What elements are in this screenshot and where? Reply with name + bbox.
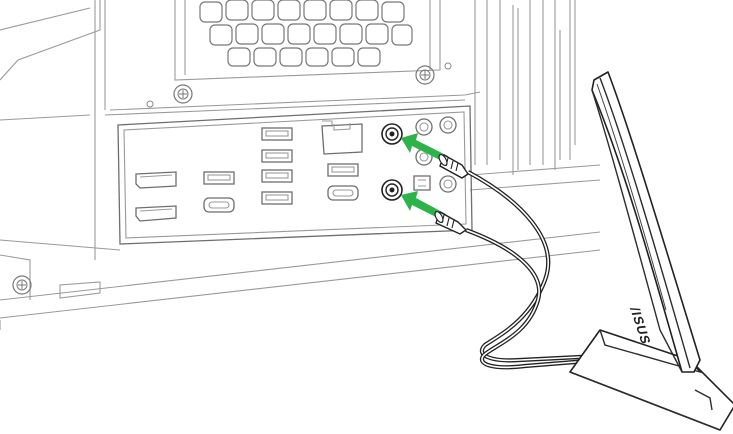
antenna-plug-top	[437, 153, 468, 178]
case-screw-icon	[416, 66, 434, 84]
usb-c-port-icon	[328, 186, 358, 200]
fan-grille	[200, 0, 412, 66]
case-screw-icon	[174, 85, 192, 103]
usb-port-icon	[328, 164, 358, 176]
antenna-connector-bottom	[382, 180, 402, 200]
case-screw-icon	[13, 276, 31, 294]
usb-port-icon	[204, 172, 234, 184]
ethernet-port-icon	[322, 121, 362, 154]
usb-c-port-icon	[204, 198, 234, 212]
antenna-connector-top	[382, 124, 402, 144]
optical-port-icon	[414, 176, 430, 190]
displayport-icon	[136, 172, 176, 188]
antenna-cable	[466, 172, 600, 367]
usb-port-icon	[262, 128, 292, 204]
hdmi-port-icon	[136, 206, 176, 221]
